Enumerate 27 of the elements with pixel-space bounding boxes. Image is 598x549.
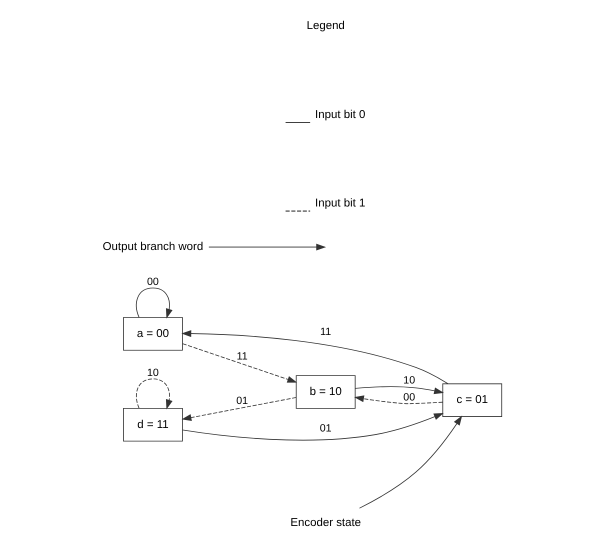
node-text: Output branch word — [102, 241, 203, 254]
legend-label: Input bit 0 — [314, 108, 365, 121]
edge-label: 10 — [146, 366, 158, 379]
edge-label: 11 — [236, 350, 248, 363]
edge-label: 01 — [319, 422, 332, 435]
arrow — [182, 413, 444, 441]
node-box: b = 10 — [295, 375, 356, 409]
arrow — [181, 397, 296, 421]
edge-label: 00 — [146, 276, 158, 288]
edge-label: 00 — [402, 392, 415, 404]
label: Legend — [306, 20, 344, 32]
edge-label: 01 — [236, 394, 248, 407]
node-text: Encoder state — [290, 517, 361, 530]
node-box: d = 11 — [122, 408, 182, 442]
edge-label: 10 — [402, 374, 415, 386]
arrow — [136, 378, 172, 410]
edge-label: 11 — [320, 326, 331, 338]
node-box: a = 00 — [122, 317, 182, 351]
legend-label: Input bit 1 — [314, 197, 365, 210]
arrow — [354, 386, 444, 394]
arrow — [136, 288, 172, 319]
arrow — [358, 416, 462, 509]
arrow — [208, 244, 326, 251]
arrow — [182, 343, 297, 383]
arrow — [354, 395, 442, 404]
arrow — [180, 330, 448, 384]
node-box: c = 01 — [442, 383, 502, 417]
